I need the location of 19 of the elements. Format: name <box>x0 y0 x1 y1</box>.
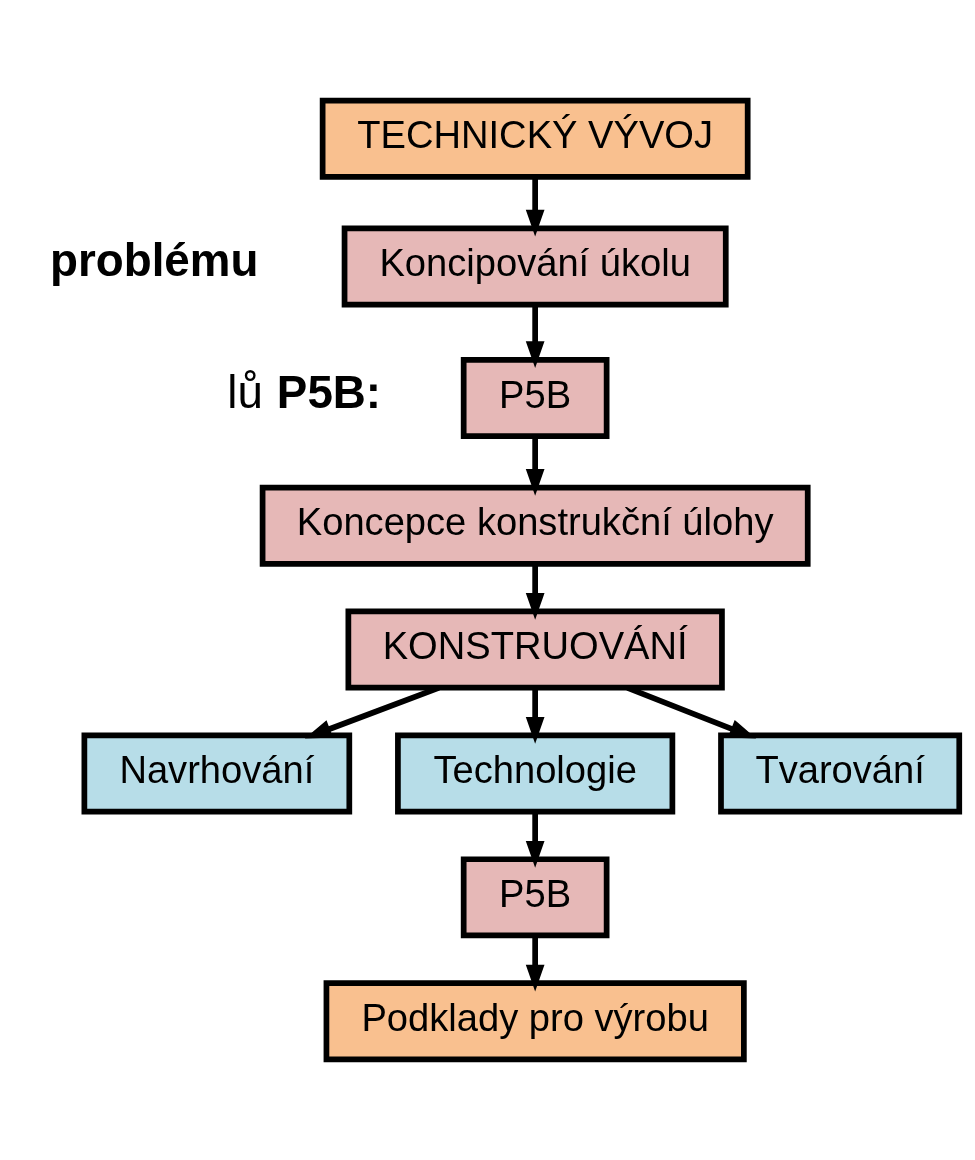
node-box: Koncipování úkolu <box>341 225 729 308</box>
arrow <box>525 935 545 992</box>
node-box: P5B <box>460 856 610 939</box>
arrow <box>525 177 545 237</box>
arrow <box>525 304 545 368</box>
arrow <box>525 564 545 620</box>
node-box: Podklady pro výrobu <box>323 980 747 1063</box>
arrow <box>525 688 545 744</box>
node-box: Koncepce konstrukční úlohy <box>259 484 811 567</box>
node-box: Navrhování <box>81 732 353 815</box>
node-box: Technologie <box>395 732 676 815</box>
node-box: Tvarování <box>718 732 963 815</box>
node-box: TECHNICKÝ VÝVOJ <box>319 97 751 180</box>
label: lů P5B: <box>227 366 382 418</box>
node-box: KONSTRUOVÁNÍ <box>345 608 725 691</box>
label: problému <box>50 235 259 287</box>
node-box: P5B <box>460 357 610 439</box>
arrow <box>525 812 545 868</box>
arrow <box>525 436 545 496</box>
